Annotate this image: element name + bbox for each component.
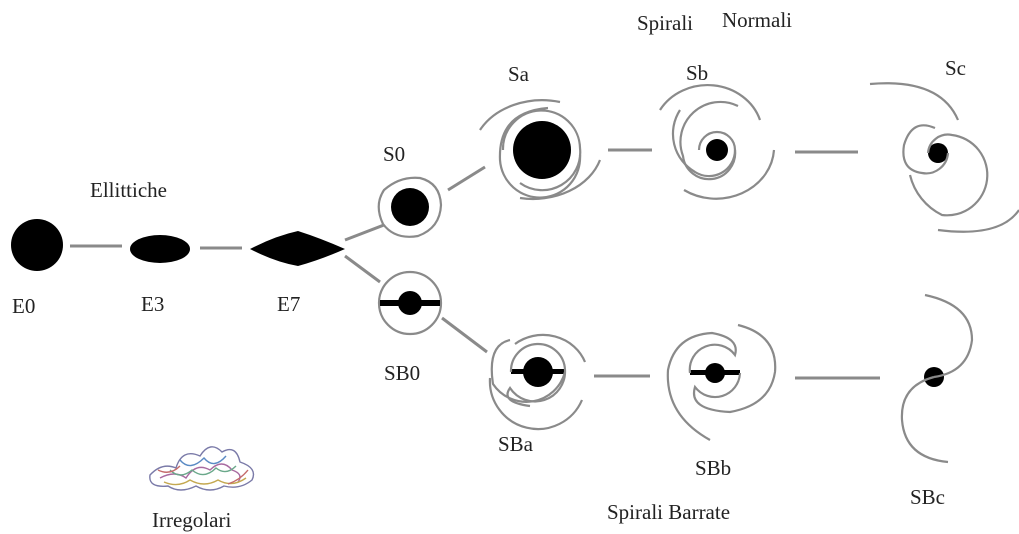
label-sba: SBa [498, 432, 534, 456]
heading-normal-spirals-word2: Normali [722, 8, 792, 32]
galaxy-sc [869, 82, 1019, 233]
connector-e7-s0 [344, 223, 385, 242]
label-sc: Sc [945, 56, 966, 80]
connectors [70, 148, 880, 380]
label-sa: Sa [508, 62, 529, 86]
label-sb: Sb [686, 61, 709, 85]
label-e7: E7 [277, 292, 301, 316]
label-s0: S0 [383, 142, 406, 166]
label-e0: E0 [12, 294, 36, 318]
heading-ellipticals: Ellittiche [90, 178, 167, 202]
heading-barred-spirals: Spirali Barrate [607, 500, 731, 524]
label-sb0: SB0 [384, 361, 421, 385]
galaxy-sb [659, 84, 776, 200]
label-sbb: SBb [695, 456, 732, 480]
galaxy-sa [479, 99, 602, 201]
heading-irregulars: Irregolari [152, 508, 232, 532]
connector-s0-sa [447, 165, 486, 192]
galaxy-sbb [666, 323, 777, 441]
galaxy-sb0 [377, 270, 443, 336]
galaxy-sba [488, 333, 587, 431]
galaxy-e7 [250, 231, 345, 266]
connector-e7-sb0 [344, 254, 381, 284]
galaxy-s0 [377, 176, 443, 238]
heading-normal-spirals-word1: Spirali [637, 11, 693, 35]
galaxy-sbc [900, 293, 974, 464]
galaxy-irregular [149, 446, 255, 491]
galaxy-e3 [130, 235, 190, 263]
label-e3: E3 [141, 292, 165, 316]
connector-sb0-sba [441, 316, 488, 354]
label-sbc: SBc [910, 485, 946, 509]
galaxy-e0 [11, 219, 63, 271]
